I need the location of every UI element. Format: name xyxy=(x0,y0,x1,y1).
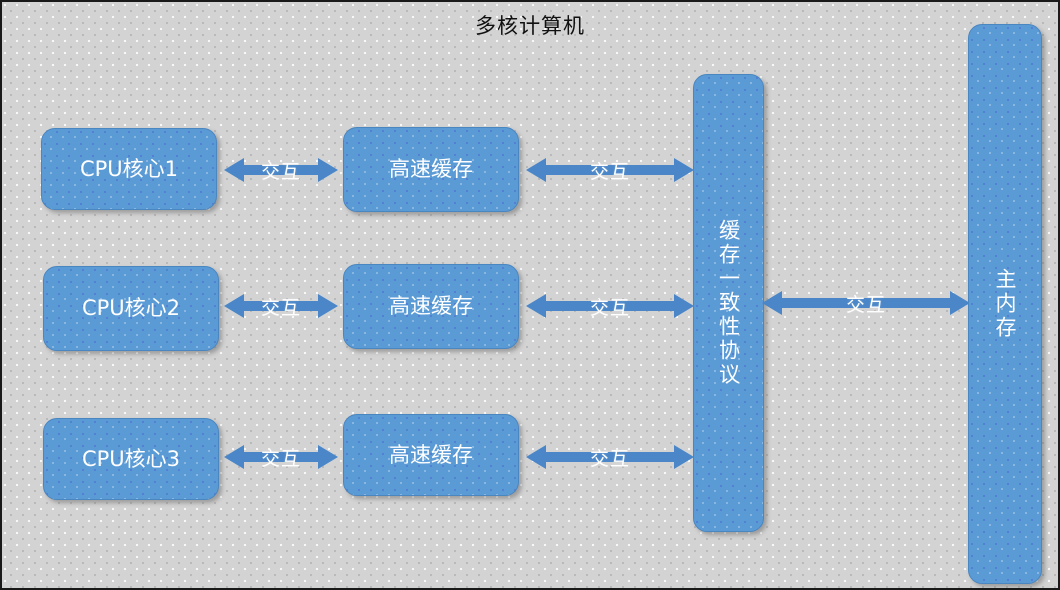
cpu-core-2-label: CPU核心2 xyxy=(81,296,181,321)
arrow-cache1-protocol[interactable]: 交互 xyxy=(526,154,694,186)
diagram-title: 多核计算机 xyxy=(475,14,585,38)
cache-1-label: 高速缓存 xyxy=(389,157,473,182)
cpu-core-3-label: CPU核心3 xyxy=(81,446,181,471)
cache-3-node[interactable]: 高速缓存 xyxy=(343,414,519,496)
cpu-core-1-node[interactable]: CPU核心1 xyxy=(41,128,217,210)
cache-1-node[interactable]: 高速缓存 xyxy=(343,127,519,212)
cache-3-label: 高速缓存 xyxy=(389,442,473,467)
arrow-core2-cache2[interactable]: 交互 xyxy=(224,290,338,322)
cache-2-label: 高速缓存 xyxy=(389,294,473,319)
cache-coherence-protocol-node[interactable]: 缓存一致性协议 xyxy=(693,74,764,532)
arrow-protocol-memory[interactable]: 交互 xyxy=(762,287,970,319)
cache-coherence-protocol-label: 缓存一致性协议 xyxy=(716,219,741,387)
main-memory-label: 主内存 xyxy=(993,268,1018,340)
main-memory-node[interactable]: 主内存 xyxy=(968,24,1042,584)
cpu-core-1-label: CPU核心1 xyxy=(79,156,179,181)
arrow-core3-cache3[interactable]: 交互 xyxy=(224,441,338,473)
cpu-core-3-node[interactable]: CPU核心3 xyxy=(43,418,219,500)
cpu-core-2-node[interactable]: CPU核心2 xyxy=(43,266,219,351)
cache-2-node[interactable]: 高速缓存 xyxy=(343,264,519,349)
arrow-cache3-protocol[interactable]: 交互 xyxy=(526,441,694,473)
arrow-core1-cache1[interactable]: 交互 xyxy=(224,154,338,186)
arrow-cache2-protocol[interactable]: 交互 xyxy=(526,290,694,322)
